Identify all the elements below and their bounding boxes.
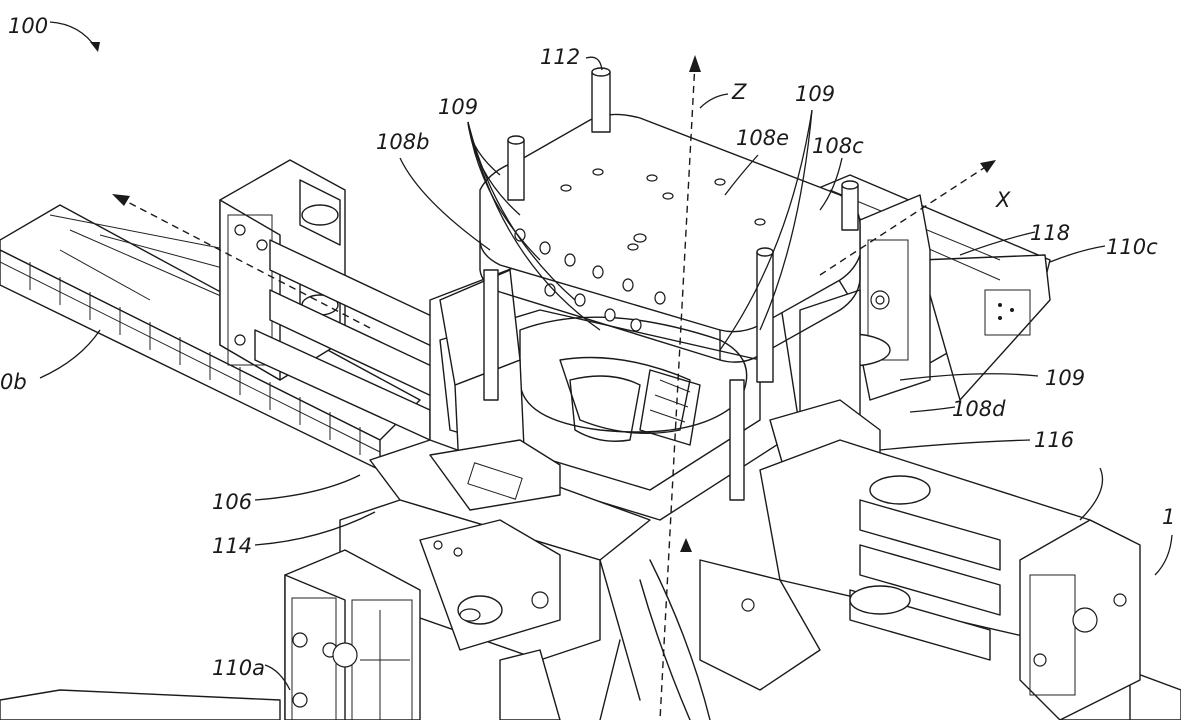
label-z-axis: Z — [731, 80, 747, 104]
label-109-right: 109 — [1045, 366, 1085, 390]
label-x-axis: X — [995, 188, 1011, 212]
label-114: 114 — [212, 534, 252, 558]
label-108c: 108c — [812, 134, 864, 158]
label-112: 112 — [540, 45, 580, 69]
label-118: 118 — [1030, 221, 1070, 245]
label-116: 116 — [1034, 428, 1074, 452]
label-100: 100 — [8, 14, 48, 38]
label-110c: 110c — [1106, 235, 1158, 259]
label-110a: 110a — [212, 656, 265, 680]
reference-labels: 100 112 Z X 109 109 109 108b 108e 108c 1… — [0, 14, 1175, 680]
label-108b: 108b — [376, 130, 429, 154]
label-109-top: 109 — [795, 82, 835, 106]
left-slider-114 — [339, 439, 651, 661]
leader-lines — [39, 21, 1173, 691]
label-110b: 0b — [0, 370, 27, 394]
label-108d: 108d — [952, 397, 1006, 421]
label-106: 106 — [212, 490, 252, 514]
lower-left-head-110a — [0, 549, 421, 720]
axes — [112, 55, 996, 720]
label-108e: 108e — [736, 126, 789, 150]
base-rails — [499, 559, 711, 720]
lower-right-head — [699, 439, 1141, 720]
label-edge: 1 — [1162, 505, 1175, 529]
left-head-frame — [219, 159, 441, 441]
label-109-left: 109 — [438, 95, 478, 119]
